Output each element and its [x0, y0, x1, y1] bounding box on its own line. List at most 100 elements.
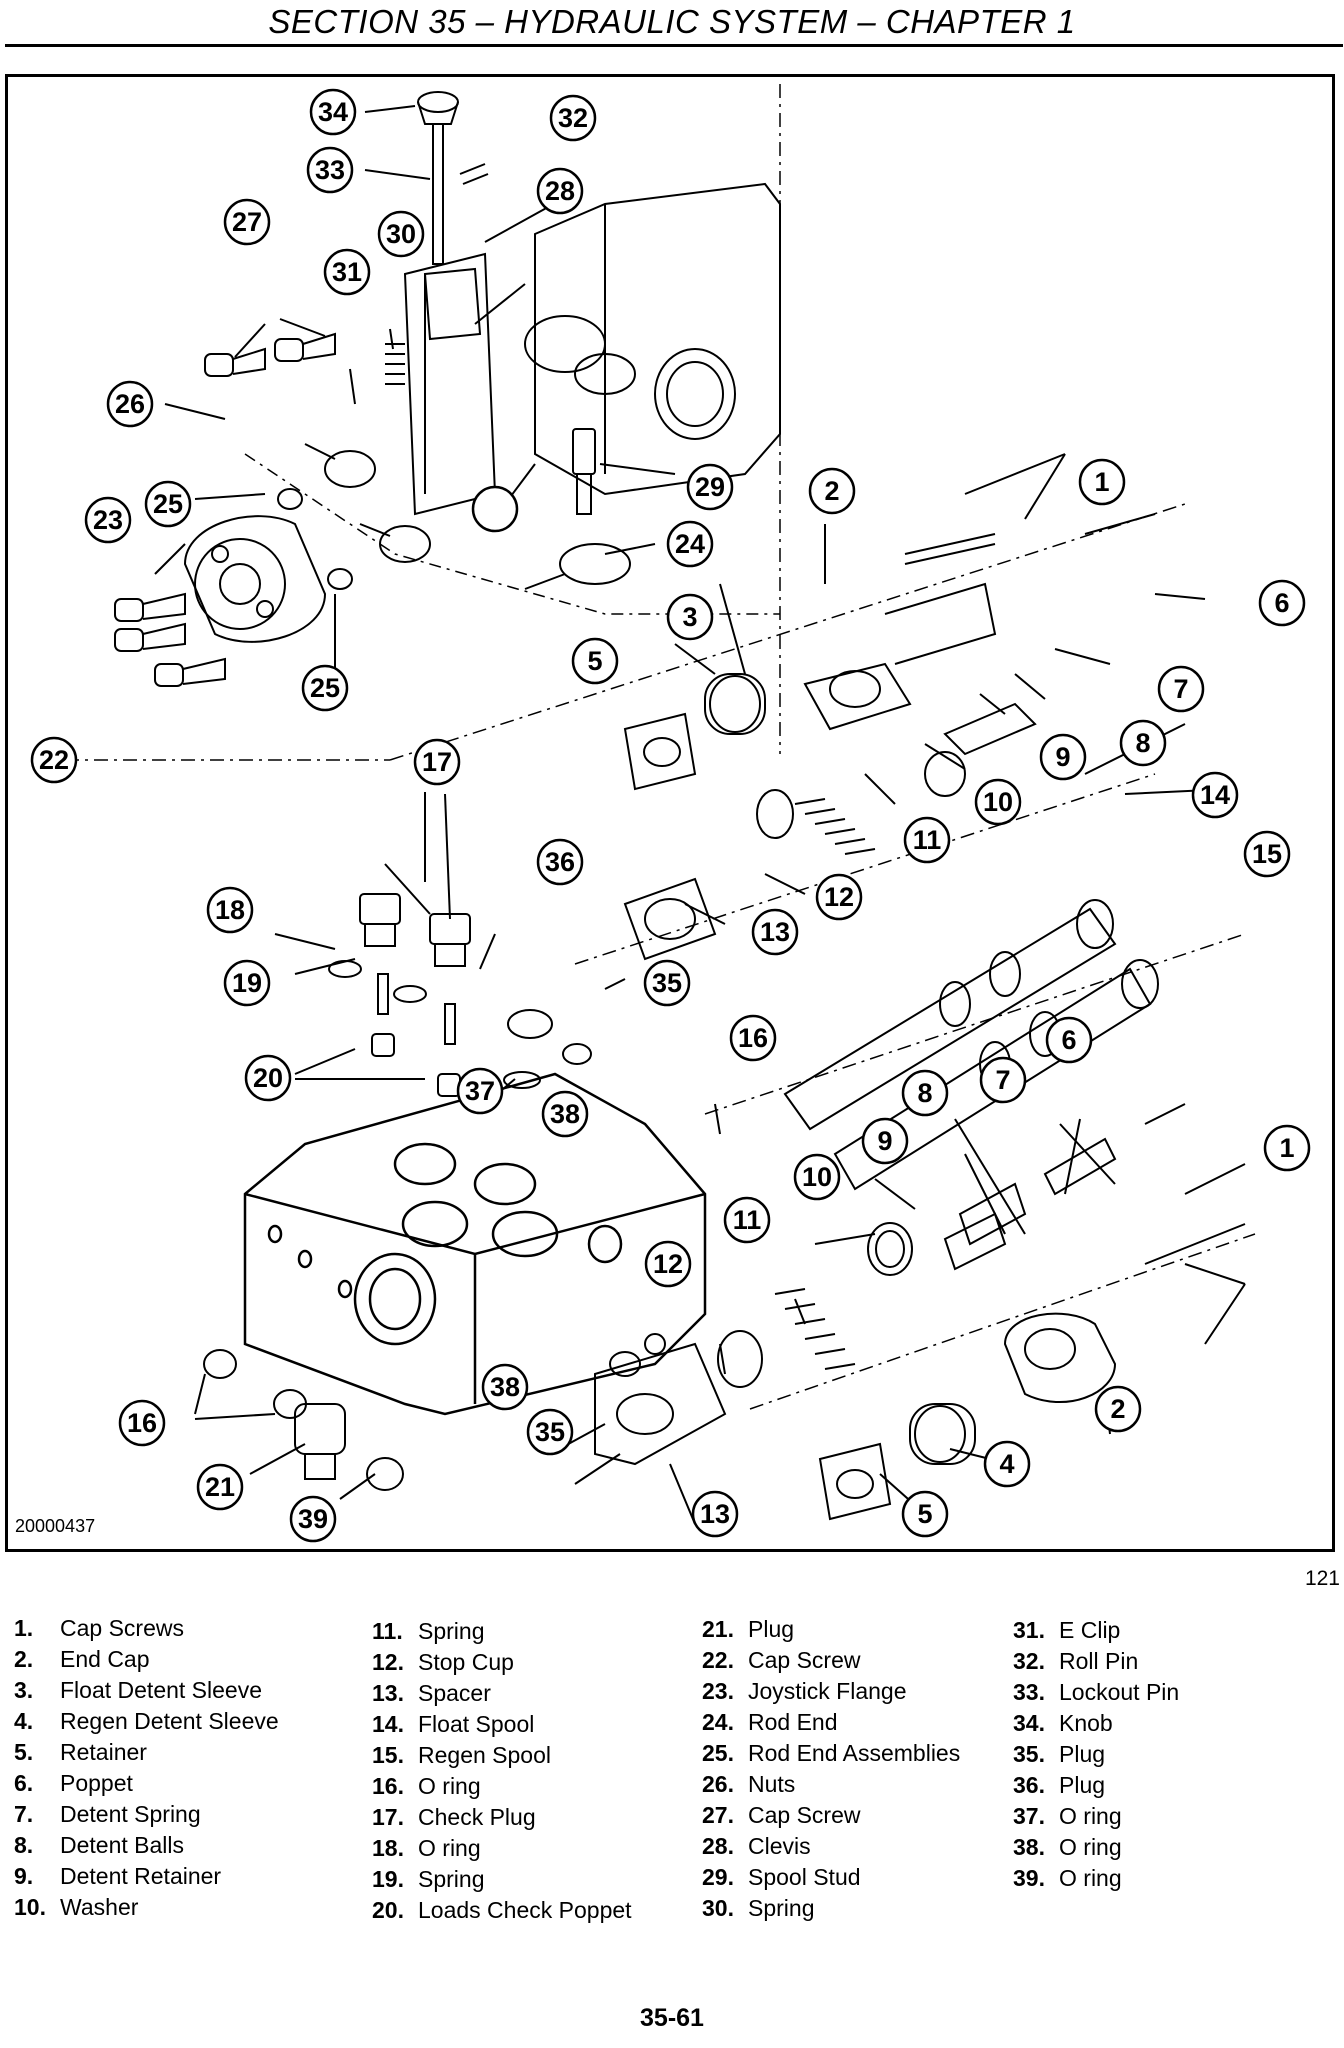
legend-item: 29.Spool Stud [702, 1862, 960, 1893]
legend-number: 36. [1013, 1772, 1045, 1798]
legend-part-name: Cap Screw [748, 1802, 861, 1828]
legend-part-name: Knob [1059, 1710, 1113, 1736]
legend-item: 34.Knob [1013, 1708, 1179, 1739]
legend-item: 35.Plug [1013, 1739, 1179, 1770]
legend-part-name: Check Plug [418, 1804, 536, 1830]
legend-number: 14. [372, 1711, 404, 1737]
legend-part-name: Float Detent Sleeve [60, 1677, 263, 1703]
callout-37: 37 [465, 1076, 495, 1106]
legend-part-name: Cap Screw [748, 1647, 861, 1673]
callout-21: 21 [205, 1472, 235, 1502]
callout-12-upper: 12 [824, 882, 854, 912]
clevis-and-stud [385, 267, 596, 515]
callout-38-lower: 38 [490, 1372, 520, 1402]
figure-number: 121 [1304, 1567, 1340, 1590]
lower-plugs-orings [203, 1333, 666, 1491]
callout-30: 30 [386, 219, 416, 249]
legend-item: 33.Lockout Pin [1013, 1677, 1179, 1708]
legend-part-name: Nuts [748, 1771, 796, 1797]
legend-part-name: Washer [60, 1894, 139, 1920]
legend-number: 10. [14, 1894, 46, 1920]
legend-number: 16. [372, 1773, 404, 1799]
legend-item: 27. Cap Screw [702, 1800, 960, 1831]
legend-part-name: Roll Pin [1059, 1648, 1139, 1674]
legend-number: 28. [702, 1833, 734, 1859]
legend-number: 6. [14, 1770, 34, 1796]
section-title: SECTION 35 – HYDRAULIC SYSTEM – CHAPTER … [268, 3, 1076, 40]
legend-number: 38. [1013, 1834, 1045, 1860]
legend-part-name: Spring [418, 1866, 485, 1892]
legend-part-name: Rod End [748, 1709, 838, 1735]
callout-labels: 34 33 32 28 27 31 30 26 25 23 29 24 25 2… [39, 97, 1295, 1534]
legend-number: 29. [702, 1864, 734, 1890]
legend-number: 4. [14, 1708, 34, 1734]
assembly-axes [65, 84, 1256, 1410]
legend-part-name: Plug [1059, 1772, 1106, 1798]
legend-part-name: Regen Detent Sleeve [60, 1708, 279, 1734]
legend-number: 11. [372, 1618, 403, 1644]
legend-item: 39.O ring [1013, 1863, 1179, 1894]
legend-number: 13. [372, 1680, 404, 1706]
callout-2-upper: 2 [824, 476, 839, 506]
legend-item: 19.Spring [372, 1864, 632, 1895]
legend-item: 3.Float Detent Sleeve [14, 1675, 279, 1706]
legend-item: 23.Joystick Flange [702, 1676, 960, 1707]
legend-item: 37.O ring [1013, 1801, 1179, 1832]
callout-circles [30, 88, 1311, 1543]
callout-8-lower: 8 [917, 1078, 932, 1108]
legend-part-name: Float Spool [418, 1711, 535, 1737]
callout-16-lower: 16 [127, 1408, 157, 1438]
legend-item: 14. Float Spool [372, 1709, 632, 1740]
legend-part-name: Clevis [748, 1833, 811, 1859]
legend-number: 30. [702, 1895, 734, 1921]
legend-part-name: O ring [1059, 1834, 1122, 1860]
callout-23: 23 [93, 505, 123, 535]
legend-number: 35. [1013, 1741, 1045, 1767]
cap-screws [114, 332, 336, 687]
valve-body [243, 1072, 707, 1416]
page-number: 35-61 [640, 2004, 704, 2032]
legend-item: 8.Detent Balls [14, 1830, 279, 1861]
legend-part-name: Retainer [60, 1739, 147, 1765]
legend-item: 31.E Clip [1013, 1615, 1179, 1646]
legend-column-4: 31.E Clip 32.Roll Pin 33.Lockout Pin 34.… [1013, 1615, 1179, 1894]
callout-1-lower: 1 [1279, 1133, 1294, 1163]
callout-10-lower: 10 [802, 1162, 832, 1192]
callout-11-upper: 11 [913, 825, 942, 855]
callout-18: 18 [215, 895, 245, 925]
callout-1-upper: 1 [1094, 467, 1109, 497]
legend-part-name: Loads Check Poppet [418, 1897, 632, 1923]
legend-item: 32.Roll Pin [1013, 1646, 1179, 1677]
callout-5-lower: 5 [917, 1499, 932, 1529]
legend-item: 17. Check Plug [372, 1802, 632, 1833]
legend-part-name: Detent Spring [60, 1801, 201, 1827]
legend-part-name: Cap Screws [60, 1615, 184, 1641]
callout-22: 22 [39, 745, 69, 775]
legend-part-name: Rod End Assemblies [748, 1740, 961, 1766]
leader-arrows [154, 105, 1246, 1525]
callout-25-upper: 25 [153, 489, 183, 519]
legend-item: 20. Loads Check Poppet [372, 1895, 632, 1926]
legend-item: 21.Plug [702, 1614, 960, 1645]
legend-column-3: 21.Plug 22.Cap Screw 23.Joystick Flange … [702, 1614, 960, 1924]
legend-number: 31. [1013, 1617, 1045, 1643]
legend-item: 28. Clevis [702, 1831, 960, 1862]
legend-item: 16.O ring [372, 1771, 632, 1802]
callout-9-lower: 9 [877, 1126, 892, 1156]
callout-31: 31 [332, 257, 362, 287]
legend-number: 26. [702, 1771, 734, 1797]
callout-10-upper: 10 [983, 787, 1013, 817]
legend-number: 5. [14, 1739, 34, 1765]
legend-number: 27. [702, 1802, 734, 1828]
rod-ends [277, 443, 631, 590]
legend-number: 21. [702, 1616, 734, 1642]
legend-number: 20. [372, 1897, 404, 1923]
legend-number: 1. [14, 1615, 34, 1641]
legend-item: 7.Detent Spring [14, 1799, 279, 1830]
callout-15: 15 [1252, 839, 1282, 869]
callout-12-lower: 12 [653, 1249, 683, 1279]
legend-number: 17. [372, 1804, 404, 1830]
legend-part-name: Spring [748, 1895, 815, 1921]
legend-item: 36. Plug [1013, 1770, 1179, 1801]
legend-item: 11.Spring [372, 1616, 632, 1647]
